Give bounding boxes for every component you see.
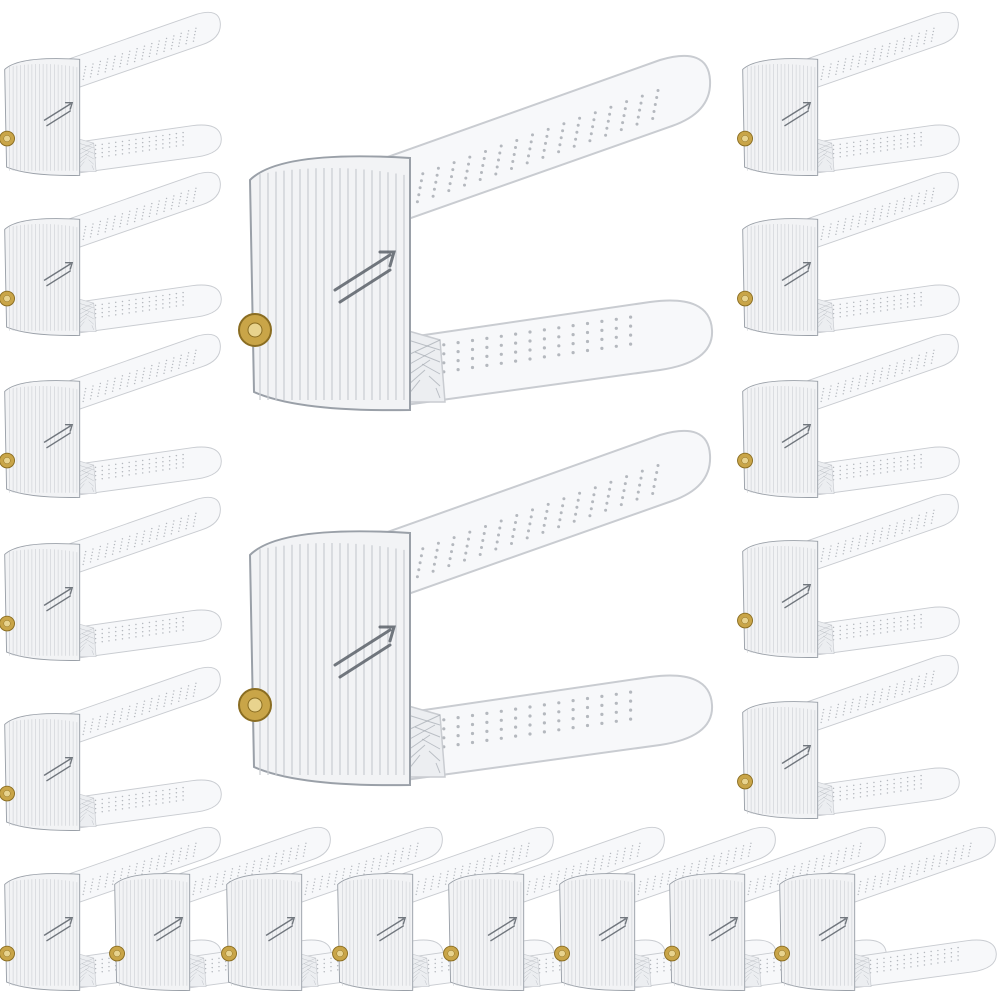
shoe-organizer-large bbox=[238, 415, 720, 795]
curved-back-wall bbox=[742, 218, 819, 336]
height-arrow-mark bbox=[781, 583, 812, 609]
height-arrow-mark bbox=[781, 744, 812, 770]
curved-back-wall bbox=[226, 873, 303, 991]
curved-back-wall bbox=[669, 873, 746, 991]
curved-back-wall bbox=[4, 380, 81, 498]
height-arrow-mark bbox=[43, 261, 74, 287]
shoe-organizer-small bbox=[0, 327, 225, 502]
shoe-organizer-small bbox=[774, 820, 1000, 995]
height-arrow-mark bbox=[333, 625, 396, 679]
curved-back-wall bbox=[337, 873, 414, 991]
height-arrow-mark bbox=[43, 916, 74, 942]
height-arrow-mark bbox=[265, 916, 296, 942]
height-arrow-mark bbox=[598, 916, 629, 942]
curved-back-wall bbox=[742, 380, 819, 498]
shoe-organizer-small bbox=[554, 820, 780, 995]
height-arrow-mark bbox=[43, 586, 74, 612]
height-arrow-mark bbox=[818, 916, 849, 942]
curved-back-wall bbox=[4, 58, 81, 176]
height-arrow-mark bbox=[708, 916, 739, 942]
curved-back-wall bbox=[248, 530, 411, 787]
curved-back-wall bbox=[742, 701, 819, 819]
height-arrow-mark bbox=[781, 423, 812, 449]
curved-back-wall bbox=[114, 873, 191, 991]
height-arrow-mark bbox=[781, 261, 812, 287]
shoe-organizer-small bbox=[0, 820, 225, 995]
shoe-organizer-small bbox=[737, 165, 963, 340]
shoe-organizer-small bbox=[0, 5, 225, 180]
shoe-organizer-small bbox=[737, 327, 963, 502]
curved-back-wall bbox=[248, 155, 411, 412]
height-arrow-mark bbox=[43, 101, 74, 127]
shoe-organizer-small bbox=[737, 648, 963, 823]
curved-back-wall bbox=[4, 873, 81, 991]
height-arrow-mark bbox=[333, 250, 396, 304]
curved-back-wall bbox=[4, 713, 81, 831]
height-arrow-mark bbox=[781, 101, 812, 127]
curved-back-wall bbox=[742, 58, 819, 176]
shoe-organizer-large bbox=[238, 40, 720, 420]
curved-back-wall bbox=[779, 873, 856, 991]
height-arrow-mark bbox=[487, 916, 518, 942]
shoe-organizer-small bbox=[737, 487, 963, 662]
shoe-organizer-small bbox=[0, 660, 225, 835]
height-arrow-mark bbox=[376, 916, 407, 942]
curved-back-wall bbox=[4, 543, 81, 661]
curved-back-wall bbox=[559, 873, 636, 991]
shoe-organizer-small bbox=[0, 165, 225, 340]
height-arrow-mark bbox=[43, 423, 74, 449]
curved-back-wall bbox=[448, 873, 525, 991]
height-arrow-mark bbox=[43, 756, 74, 782]
shoe-organizer-small bbox=[332, 820, 558, 995]
curved-back-wall bbox=[742, 540, 819, 658]
shoe-organizer-small bbox=[0, 490, 225, 665]
height-arrow-mark bbox=[153, 916, 184, 942]
curved-back-wall bbox=[4, 218, 81, 336]
shoe-organizer-small bbox=[737, 5, 963, 180]
